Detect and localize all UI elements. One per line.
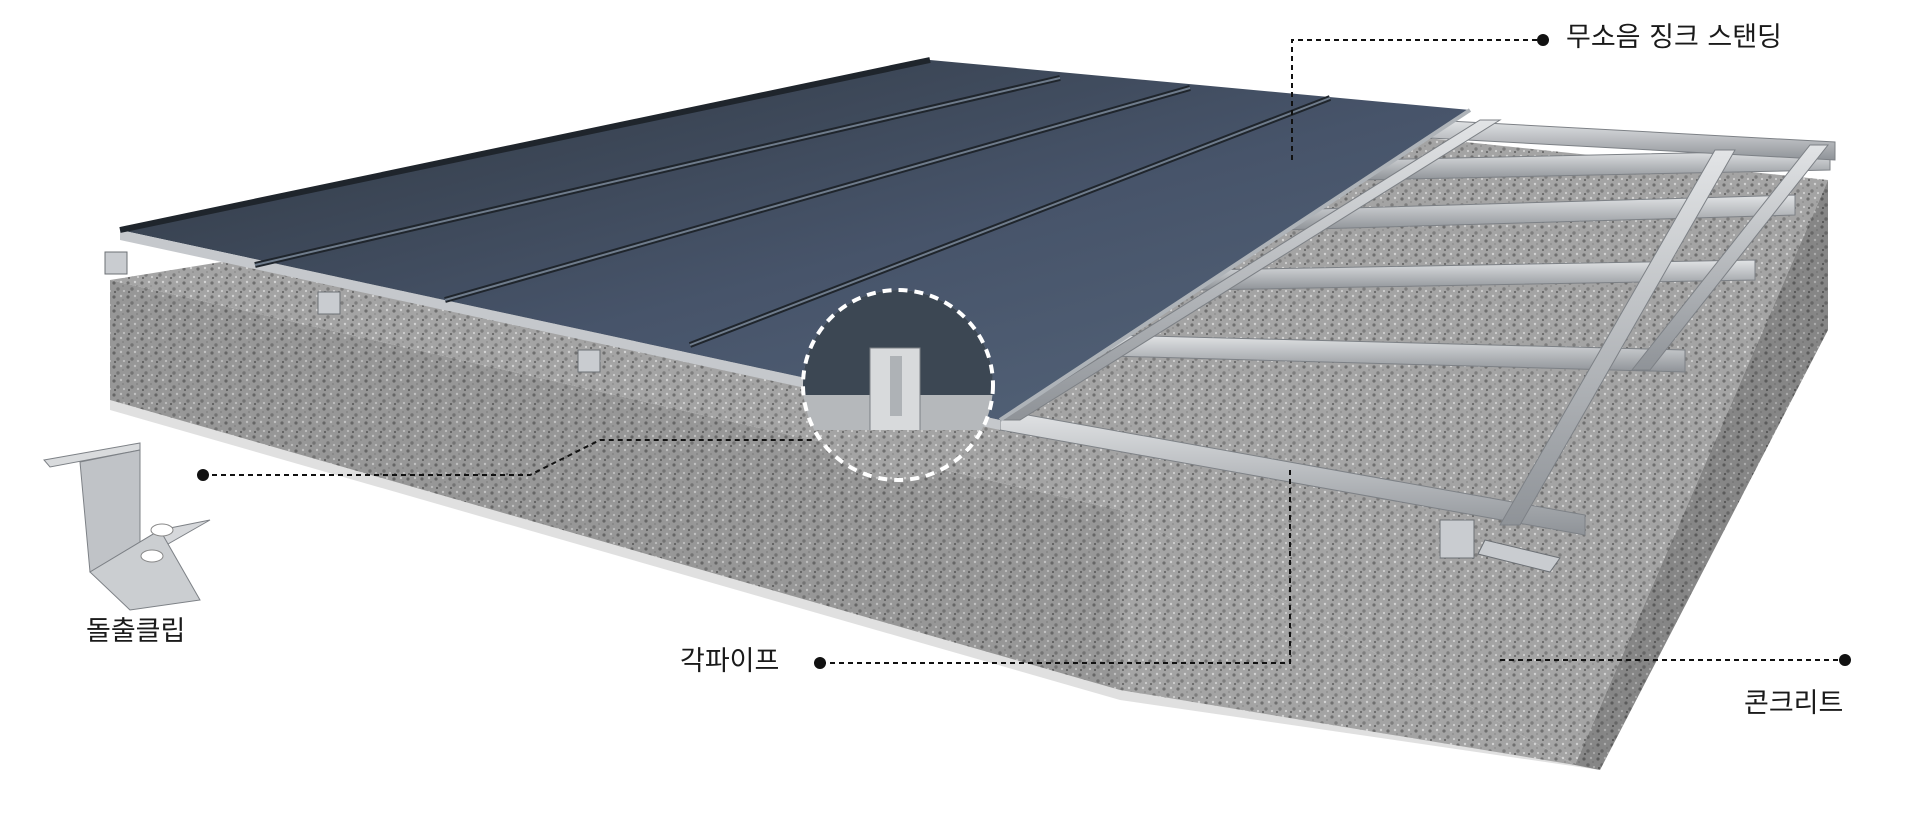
leader-zinc — [1291, 39, 1543, 160]
leader-pipe-dot — [814, 657, 826, 669]
support-clips — [104, 251, 1561, 573]
leader-clip — [203, 439, 812, 476]
zinc-standing-seam-roof — [119, 57, 1472, 430]
leader-pipe — [820, 470, 1291, 664]
leader-zinc-dot — [1537, 34, 1549, 46]
square-pipe-frame — [998, 119, 1836, 536]
label-concrete: 콘크리트 — [1744, 688, 1844, 719]
leader-concrete-dot — [1839, 654, 1851, 666]
leader-dots — [197, 34, 1851, 669]
label-zinc-standing: 무소음 징크 스탠딩 — [1566, 22, 1782, 53]
leader-lines — [203, 39, 1845, 664]
label-protruding-clip: 돌출클립 — [86, 616, 186, 647]
leader-clip-dot — [197, 469, 209, 481]
label-square-pipe: 각파이프 — [680, 646, 780, 677]
protruding-clip-illustration — [43, 442, 211, 611]
